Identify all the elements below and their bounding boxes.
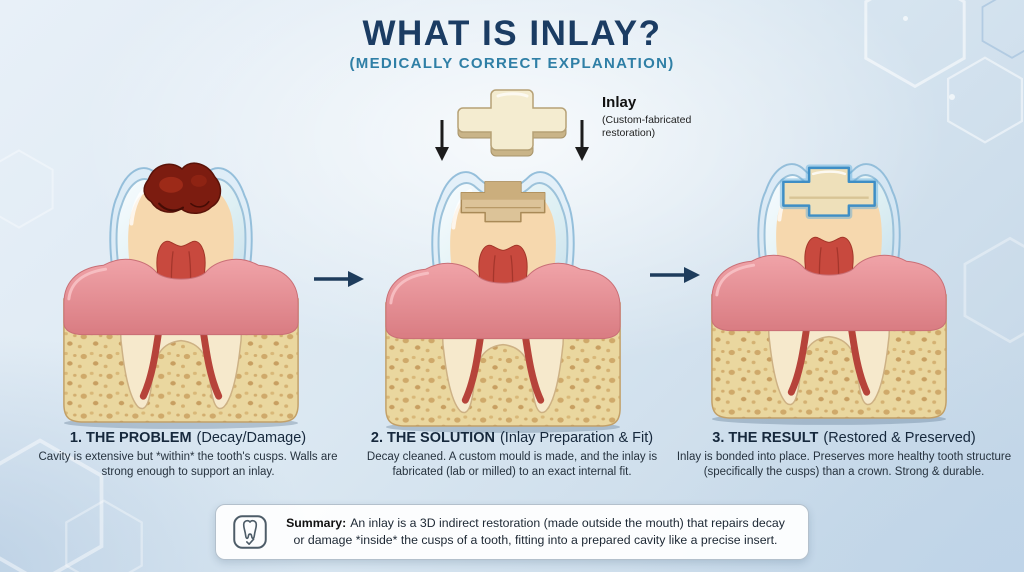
prepared-cavity-overlay	[460, 181, 546, 223]
page-title: WHAT IS INLAY?	[362, 14, 662, 53]
summary-body: An inlay is a 3D indirect restoration (m…	[293, 515, 785, 547]
hexagon-decoration	[955, 235, 1024, 345]
step-paren: (Restored & Preserved)	[823, 430, 976, 446]
step-caption-solution: 2. THE SOLUTION(Inlay Preparation & Fit)…	[350, 430, 674, 481]
step-caption-problem: 1. THE PROBLEM(Decay/Damage) Cavity is e…	[28, 430, 348, 481]
step-body: Cavity is extensive but *within* the too…	[38, 451, 338, 479]
inlay-callout-subtitle: (Custom-fabricated restoration)	[602, 114, 692, 140]
step-label: 3. THE RESULT	[712, 430, 819, 446]
down-arrow-icon	[575, 120, 589, 161]
seated-inlay-overlay	[779, 164, 879, 220]
summary-text: Summary:An inlay is a 3D indirect restor…	[279, 515, 792, 549]
page-subtitle: (MEDICALLY CORRECT EXPLANATION)	[349, 55, 675, 72]
step-body: Inlay is bonded into place. Preserves mo…	[676, 451, 1012, 479]
summary-label: Summary:	[286, 515, 347, 530]
step-caption-result: 3. THE RESULT(Restored & Preserved) Inla…	[676, 430, 1012, 481]
dot-decoration	[949, 94, 955, 100]
tooth-cross-section-problem	[52, 162, 310, 430]
tooth-cross-section-result	[700, 148, 958, 426]
summary-box: Summary:An inlay is a 3D indirect restor…	[215, 504, 809, 560]
step-heading: 3. THE RESULT(Restored & Preserved)	[676, 430, 1012, 446]
hexagon-decoration	[0, 148, 60, 230]
inlay-floating-illustration	[435, 89, 589, 161]
inlay-3d-shape	[457, 89, 567, 157]
tooth-cross-section-solution	[374, 156, 632, 434]
inlay-callout: Inlay (Custom-fabricated restoration)	[602, 94, 714, 140]
decay-overlay	[143, 162, 222, 214]
step-paren: (Inlay Preparation & Fit)	[499, 430, 654, 446]
step-label: 1. THE PROBLEM	[69, 430, 192, 446]
flow-arrow-icon	[650, 267, 700, 283]
step-heading: 1. THE PROBLEM(Decay/Damage)	[28, 430, 348, 446]
flow-arrow-icon	[314, 271, 364, 287]
down-arrow-icon	[435, 120, 449, 161]
step-label: 2. THE SOLUTION	[370, 430, 495, 446]
inlay-callout-title: Inlay	[602, 94, 637, 111]
step-paren: (Decay/Damage)	[196, 430, 307, 446]
step-heading: 2. THE SOLUTION(Inlay Preparation & Fit)	[350, 430, 674, 446]
step-body: Decay cleaned. A custom mould is made, a…	[366, 451, 658, 479]
tooth-shield-check-icon	[233, 515, 267, 549]
hexagon-decoration	[58, 498, 150, 572]
